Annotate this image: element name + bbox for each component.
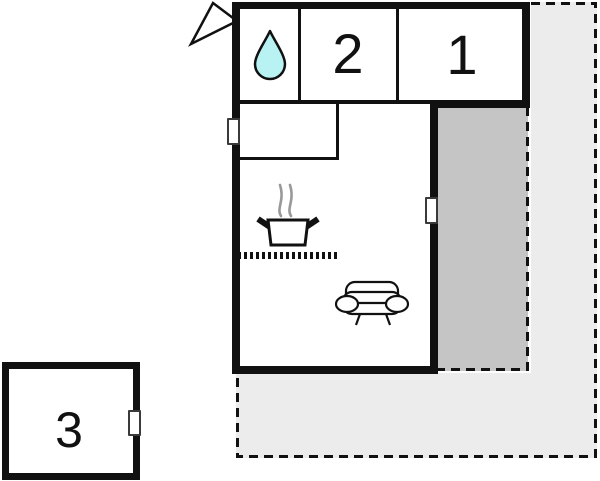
wall-closet-right <box>336 104 339 160</box>
terrace-dashed-border <box>236 2 597 458</box>
room-1-label: 1 <box>446 23 478 86</box>
room-3-outline <box>2 362 140 480</box>
sofa-armrest-left <box>334 294 360 314</box>
wall-divider-bathroom-room2 <box>298 9 301 100</box>
wall-closet-bottom <box>240 157 339 160</box>
wall-under-room1 <box>430 100 530 108</box>
kitchen-counter-dots <box>238 252 339 259</box>
wall-left <box>232 2 240 374</box>
terrace-dark-dashed-border <box>438 107 529 371</box>
wall-bottom <box>232 366 438 374</box>
wall-main-room-right <box>430 100 438 374</box>
pot-body <box>266 218 310 247</box>
steam-icon <box>288 183 293 218</box>
entrance-arrow-icon <box>188 1 240 47</box>
sofa-icon <box>334 280 410 326</box>
wall-top <box>232 2 530 9</box>
terrace-dark-area <box>438 107 528 371</box>
water-drop-icon <box>253 29 287 81</box>
wall-right-top-row <box>522 2 530 107</box>
sofa-leg <box>354 313 362 326</box>
wall-divider-room2-room1 <box>396 9 399 100</box>
door-marker-room3 <box>128 410 141 436</box>
steam-icon <box>278 183 283 218</box>
sofa-leg <box>384 313 392 326</box>
wall-top-row-bottom-thin <box>240 100 430 104</box>
door-marker-terrace-wall <box>425 197 438 224</box>
terrace-light-area <box>236 2 597 458</box>
sofa-armrest-right <box>384 294 410 314</box>
door-marker-left-wall <box>227 118 240 145</box>
room-3-label: 3 <box>55 402 83 458</box>
room-2-label: 2 <box>332 22 364 85</box>
cooking-pot-icon <box>256 183 320 247</box>
